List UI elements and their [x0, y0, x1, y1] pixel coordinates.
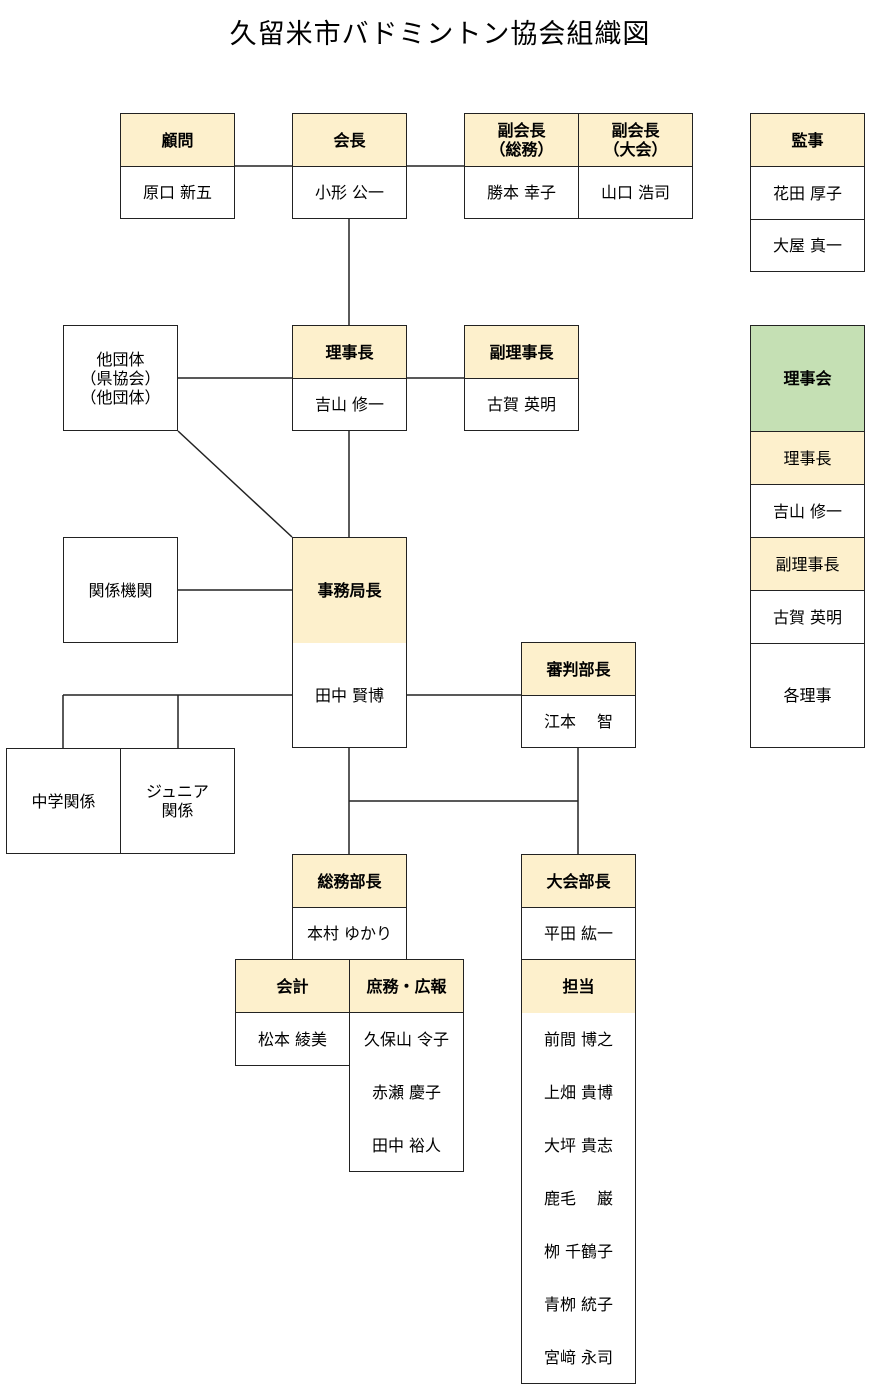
auditor-box: 監事 花田 厚子 大屋 真一 — [750, 113, 865, 272]
vice-president-tournament-box: 副会長 （大会） 山口 浩司 — [578, 113, 693, 219]
other-organizations-box: 他団体 （県協会） （他団体） — [63, 325, 178, 431]
auditor-name: 大屋 真一 — [772, 236, 843, 255]
staff-name: 青栁 統子 — [543, 1295, 614, 1314]
tournament-head-name: 平田 紘一 — [543, 924, 614, 943]
secretary-general-name: 田中 賢博 — [314, 685, 385, 705]
vice-chairman-role: 副理事長 — [465, 326, 578, 379]
vice-president-tournament-name: 山口 浩司 — [600, 183, 671, 202]
board-title: 理事会 — [751, 326, 864, 432]
chairman-name: 吉山 修一 — [314, 395, 385, 414]
general-affairs-head-box: 総務部長 本村 ゆかり — [292, 854, 407, 960]
accounting-name: 松本 綾美 — [257, 1029, 328, 1049]
clerical-pr-name: 久保山 令子 — [363, 1030, 450, 1049]
secretary-general-box: 事務局長 田中 賢博 — [292, 537, 407, 748]
staff-role: 担当 — [522, 960, 635, 1013]
vice-president-general-name: 勝本 幸子 — [486, 183, 557, 202]
tournament-head-box: 大会部長 平田 紘一 — [521, 854, 636, 960]
junior-high-label: 中学関係 — [31, 791, 96, 811]
board-chairman-name: 吉山 修一 — [751, 485, 864, 538]
vice-president-general-box: 副会長 （総務） 勝本 幸子 — [464, 113, 579, 219]
junior-label: ジュニア 関係 — [146, 782, 209, 820]
referee-head-box: 審判部長 江本 智 — [521, 642, 636, 748]
clerical-pr-name: 赤瀬 慶子 — [371, 1083, 442, 1102]
board-vice-chairman-name: 古賀 英明 — [751, 591, 864, 644]
board-vice-chairman-role: 副理事長 — [751, 538, 864, 591]
junior-high-box: 中学関係 — [6, 748, 121, 854]
referee-head-role: 審判部長 — [522, 643, 635, 696]
staff-name: 大坪 貴志 — [543, 1136, 614, 1155]
page-title: 久留米市バドミントン協会組織図 — [229, 19, 651, 50]
board-box: 理事会 理事長 吉山 修一 副理事長 古賀 英明 各理事 — [750, 325, 865, 748]
general-affairs-head-role: 総務部長 — [293, 855, 406, 908]
secretary-general-role: 事務局長 — [293, 538, 406, 643]
vice-president-general-role: 副会長 （総務） — [465, 114, 578, 167]
clerical-pr-name: 田中 裕人 — [371, 1135, 442, 1155]
chairman-box: 理事長 吉山 修一 — [292, 325, 407, 431]
auditor-role: 監事 — [751, 114, 864, 167]
auditor-name: 花田 厚子 — [751, 167, 864, 220]
president-name: 小形 公一 — [314, 183, 385, 202]
related-agencies-box: 関係機関 — [63, 537, 178, 643]
board-members: 各理事 — [783, 686, 832, 705]
vice-chairman-name: 古賀 英明 — [486, 395, 557, 414]
advisor-box: 顧問 原口 新五 — [120, 113, 235, 219]
general-affairs-head-name: 本村 ゆかり — [306, 924, 393, 943]
referee-head-name: 江本 智 — [543, 712, 614, 731]
staff-name: 上畑 貴博 — [543, 1083, 614, 1102]
staff-box: 担当 前間 博之 上畑 貴博 大坪 貴志 鹿毛 巌 栁 千鶴子 青栁 統子 宮﨑… — [521, 959, 636, 1384]
related-agencies-label: 関係機関 — [88, 580, 153, 600]
staff-name: 宮﨑 永司 — [543, 1347, 614, 1367]
accounting-role: 会計 — [236, 960, 349, 1013]
accounting-box: 会計 松本 綾美 — [235, 959, 350, 1066]
president-role: 会長 — [293, 114, 406, 167]
tournament-head-role: 大会部長 — [522, 855, 635, 908]
clerical-pr-role: 庶務・広報 — [350, 960, 463, 1013]
other-organizations-label: 他団体 （県協会） （他団体） — [80, 349, 161, 407]
chairman-role: 理事長 — [293, 326, 406, 379]
vice-president-tournament-role: 副会長 （大会） — [579, 114, 692, 167]
staff-name: 前間 博之 — [543, 1030, 614, 1049]
clerical-pr-box: 庶務・広報 久保山 令子 赤瀬 慶子 田中 裕人 — [349, 959, 464, 1172]
board-chairman-role: 理事長 — [751, 432, 864, 485]
president-box: 会長 小形 公一 — [292, 113, 407, 219]
staff-name: 栁 千鶴子 — [543, 1242, 614, 1261]
advisor-name: 原口 新五 — [142, 183, 213, 202]
staff-name: 鹿毛 巌 — [543, 1189, 614, 1208]
junior-box: ジュニア 関係 — [120, 748, 235, 854]
vice-chairman-box: 副理事長 古賀 英明 — [464, 325, 579, 431]
advisor-role: 顧問 — [121, 114, 234, 167]
